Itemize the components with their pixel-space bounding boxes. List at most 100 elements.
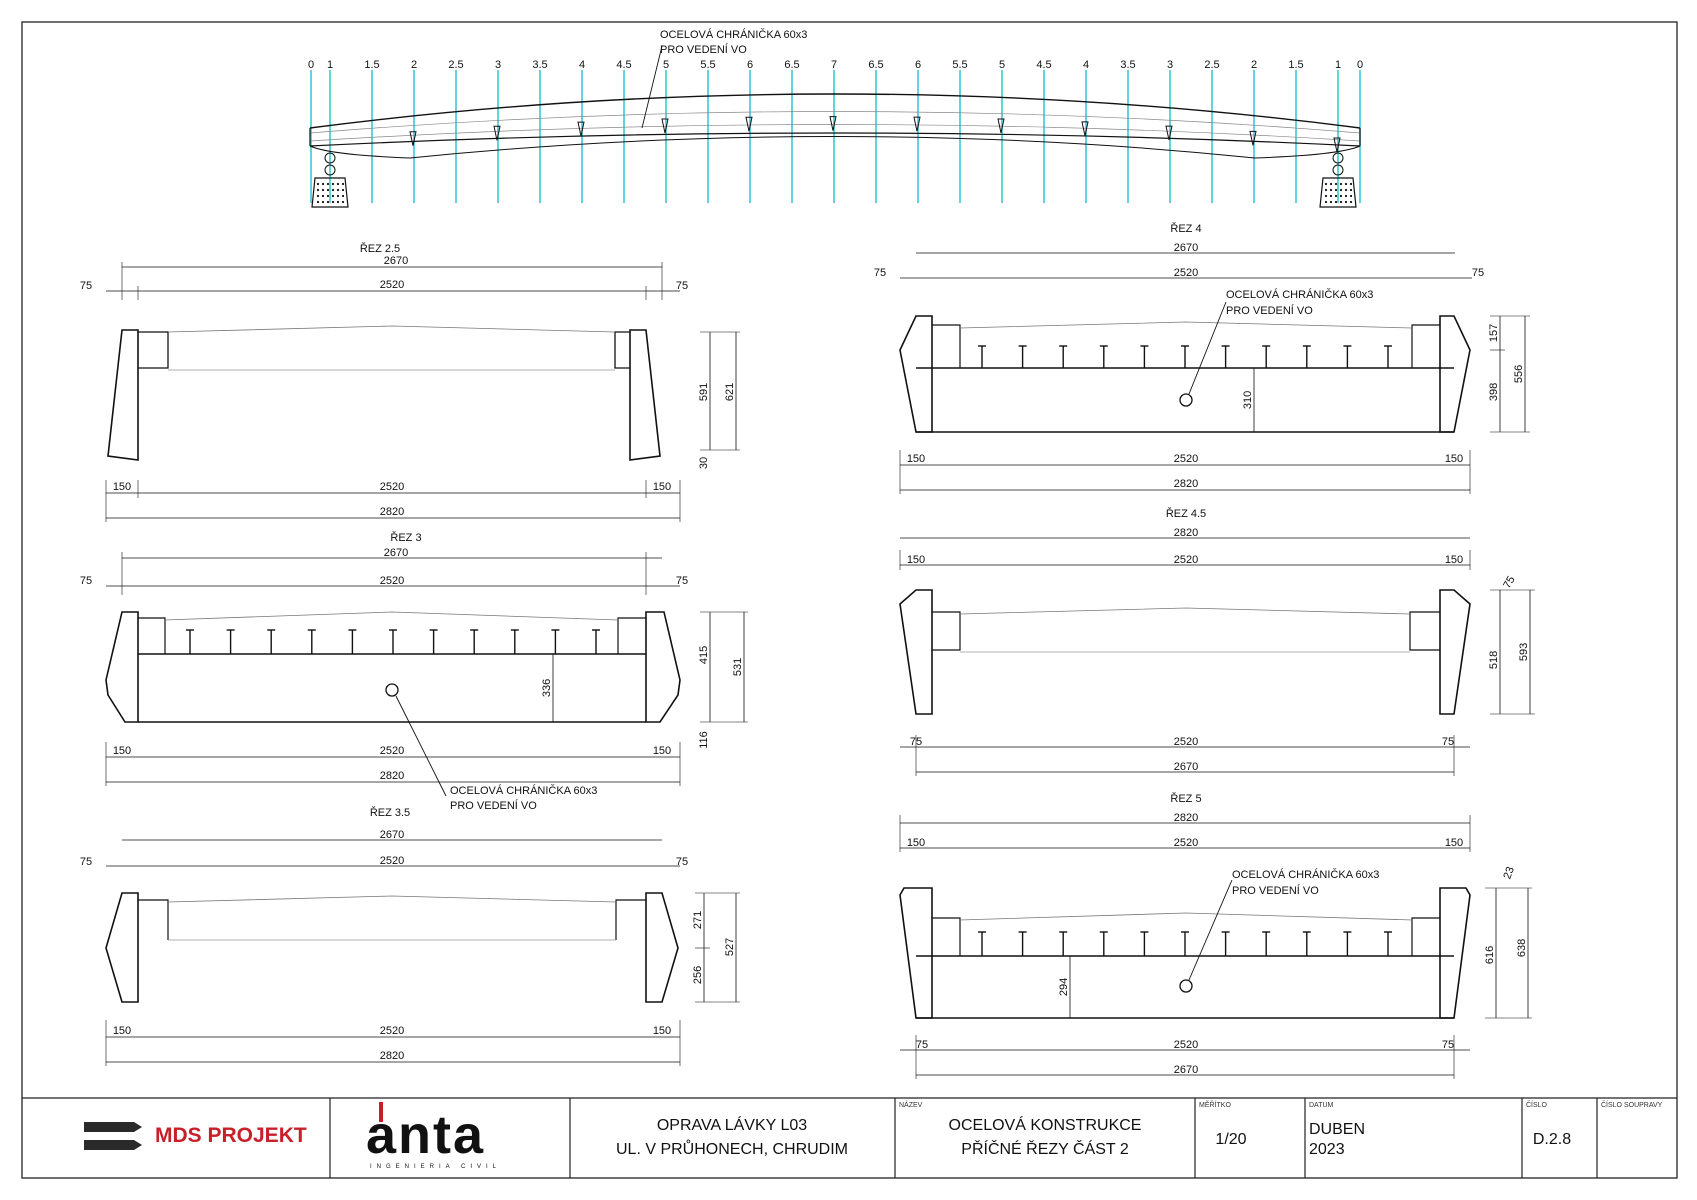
elevation-post [661,118,669,134]
anchor-bolt [1329,194,1333,198]
station-label: 2.5 [448,59,463,71]
dim-150-right: 150 [1445,837,1463,849]
anta-logo: anta INGENIERIA CIVIL [366,1102,501,1170]
anta-tagline: INGENIERIA CIVIL [370,1164,501,1170]
dim-2670: 2670 [1174,1064,1198,1076]
station-label: 3 [495,59,501,71]
conduit-note-elevation-line2: PRO VEDENÍ VO [660,43,747,56]
station-label: 5 [663,59,669,71]
dim-23: 23 [1501,865,1516,881]
dim-310: 310 [1242,391,1254,409]
date-year: 2023 [1309,1141,1345,1158]
anchor-bolt [1329,182,1333,186]
dim-256: 256 [692,966,704,984]
anchor-bolt [326,200,330,204]
station-label: 3 [1167,59,1173,71]
elevation-post [1165,125,1173,141]
section-3-5: ŘEZ 3.5 2670 2520 75 75 271 256 527 150 … [80,806,740,1066]
section-4-5: ŘEZ 4.5 2820 150 2520 150 75 518 593 75 … [899,507,1535,776]
section-2-5: ŘEZ 2.5 2670 2520 75 75 591 621 30 150 [80,242,740,522]
conduit-leader-elevation [641,45,663,129]
dim-75-right: 75 [676,575,688,587]
dim-2520: 2520 [380,855,404,867]
anchor-bolt [1349,194,1353,198]
dim-2670: 2670 [1174,242,1198,254]
anchor-bolt [316,200,320,204]
anchor-bolt [316,194,320,198]
anchor-bolt [1334,200,1338,204]
support-right [1319,152,1357,208]
dim-294: 294 [1058,978,1070,996]
sheet-frame [21,21,1678,1179]
conduit-note-line2: PRO VEDENÍ VO [1226,304,1313,317]
anchor-bolt [1329,200,1333,204]
conduit-note-line1: OCELOVÁ CHRÁNIČKA 60x3 [1226,288,1373,301]
dim-398: 398 [1488,383,1500,401]
elevation-post [1081,121,1089,137]
anchor-bolt [331,194,335,198]
conduit-note-line1: OCELOVÁ CHRÁNIČKA 60x3 [450,784,597,797]
elevation-post [493,125,501,141]
anchor-bolt [336,188,340,192]
dim-638: 638 [1516,939,1528,957]
dim-2670: 2670 [380,829,404,841]
anchor-bolt [1334,188,1338,192]
elevation-post [577,121,585,137]
station-label: 5.5 [952,59,967,71]
station-label: 1.5 [1288,59,1303,71]
station-label: 4.5 [1036,59,1051,71]
mds-projekt-logo: MDS PROJEKT [84,1122,307,1150]
dim-157: 157 [1488,324,1500,342]
dim-271: 271 [692,911,704,929]
dim-2670: 2670 [1174,761,1198,773]
dim-2820: 2820 [1174,812,1198,824]
dim-150-left: 150 [113,745,131,757]
drawing-name-line1: OCELOVÁ KONSTRUKCE [949,1115,1142,1134]
dim-150-left: 150 [907,837,925,849]
dim-518: 518 [1488,651,1500,669]
conduit-note-line1: OCELOVÁ CHRÁNIČKA 60x3 [1232,868,1379,881]
station-label: 0 [1357,59,1363,71]
station-label: 6.5 [784,59,799,71]
anchor-bolt [1324,182,1328,186]
main-girder-line [309,136,1361,159]
section-4: ŘEZ 4 2670 2520 75 75 310 OCELOVÁ CHRÁNI… [874,222,1530,494]
station-label: 6 [747,59,753,71]
station-label: 5.5 [700,59,715,71]
station-label: 6 [915,59,921,71]
anta-logo-text: anta [366,1105,485,1165]
dim-527: 527 [724,938,736,956]
section-3-title: ŘEZ 3 [390,531,421,544]
anchor-bolt [1344,200,1348,204]
anchor-bolt [1329,188,1333,192]
conduit-note-line2: PRO VEDENÍ VO [1232,884,1319,897]
dim-75-top: 75 [1501,574,1518,591]
station-label: 4.5 [616,59,631,71]
conduit-note-line2: PRO VEDENÍ VO [450,799,537,812]
station-label: 1 [1335,59,1341,71]
section-2-5-title: ŘEZ 2.5 [360,242,400,255]
dim-2820: 2820 [380,1050,404,1062]
dim-75-left: 75 [916,1039,928,1051]
dim-591: 591 [698,383,710,401]
anchor-bolt [336,182,340,186]
anchor-bolt [341,194,345,198]
station-label: 2 [411,59,417,71]
dim-2520: 2520 [380,575,404,587]
anchor-bolt [336,194,340,198]
deck-top-line [309,93,1361,129]
dim-75-left: 75 [80,856,92,868]
conduit-pipe [1179,393,1193,407]
anchor-bolt [326,194,330,198]
anchor-bolt [1334,182,1338,186]
dim-2520: 2520 [1174,837,1198,849]
dim-2520-bottom: 2520 [380,1025,404,1037]
dim-593: 593 [1518,643,1530,661]
station-label: 6.5 [868,59,883,71]
dim-2670: 2670 [384,255,408,267]
elevation-posts [409,116,1341,153]
dim-531: 531 [732,658,744,676]
dim-150-right: 150 [1445,554,1463,566]
dim-336: 336 [541,679,553,697]
